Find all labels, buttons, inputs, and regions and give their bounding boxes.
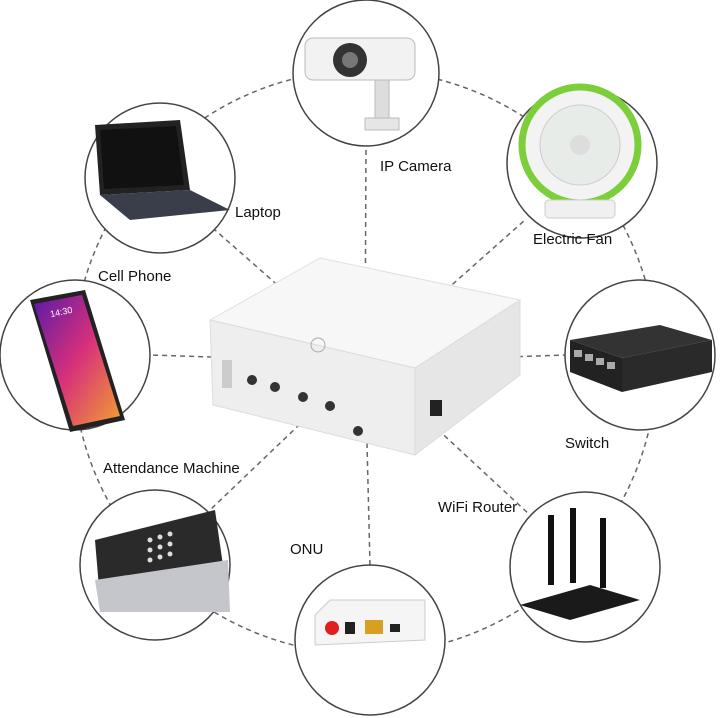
attendance-machine-icon (95, 510, 230, 612)
laptop-icon (95, 120, 230, 220)
onu-icon (314, 599, 426, 646)
label-laptop: Laptop (235, 204, 281, 221)
label-attendance-machine: Attendance Machine (103, 460, 240, 477)
label-wifi-router: WiFi Router (438, 499, 518, 516)
label-switch: Switch (565, 435, 610, 452)
label-ip-camera: IP Camera (380, 158, 452, 175)
ip-camera-icon (304, 37, 416, 131)
label-electric-fan: Electric Fan (533, 231, 613, 248)
electric-fan-icon (518, 83, 642, 219)
cell-phone-icon (30, 290, 125, 432)
wifi-router-circle (509, 491, 661, 643)
label-onu: ONU (290, 541, 324, 558)
mini-ups-device (208, 257, 522, 457)
switch-icon (570, 325, 712, 392)
wifi-router-icon (520, 508, 640, 620)
label-cell-phone: Cell Phone (98, 268, 172, 285)
